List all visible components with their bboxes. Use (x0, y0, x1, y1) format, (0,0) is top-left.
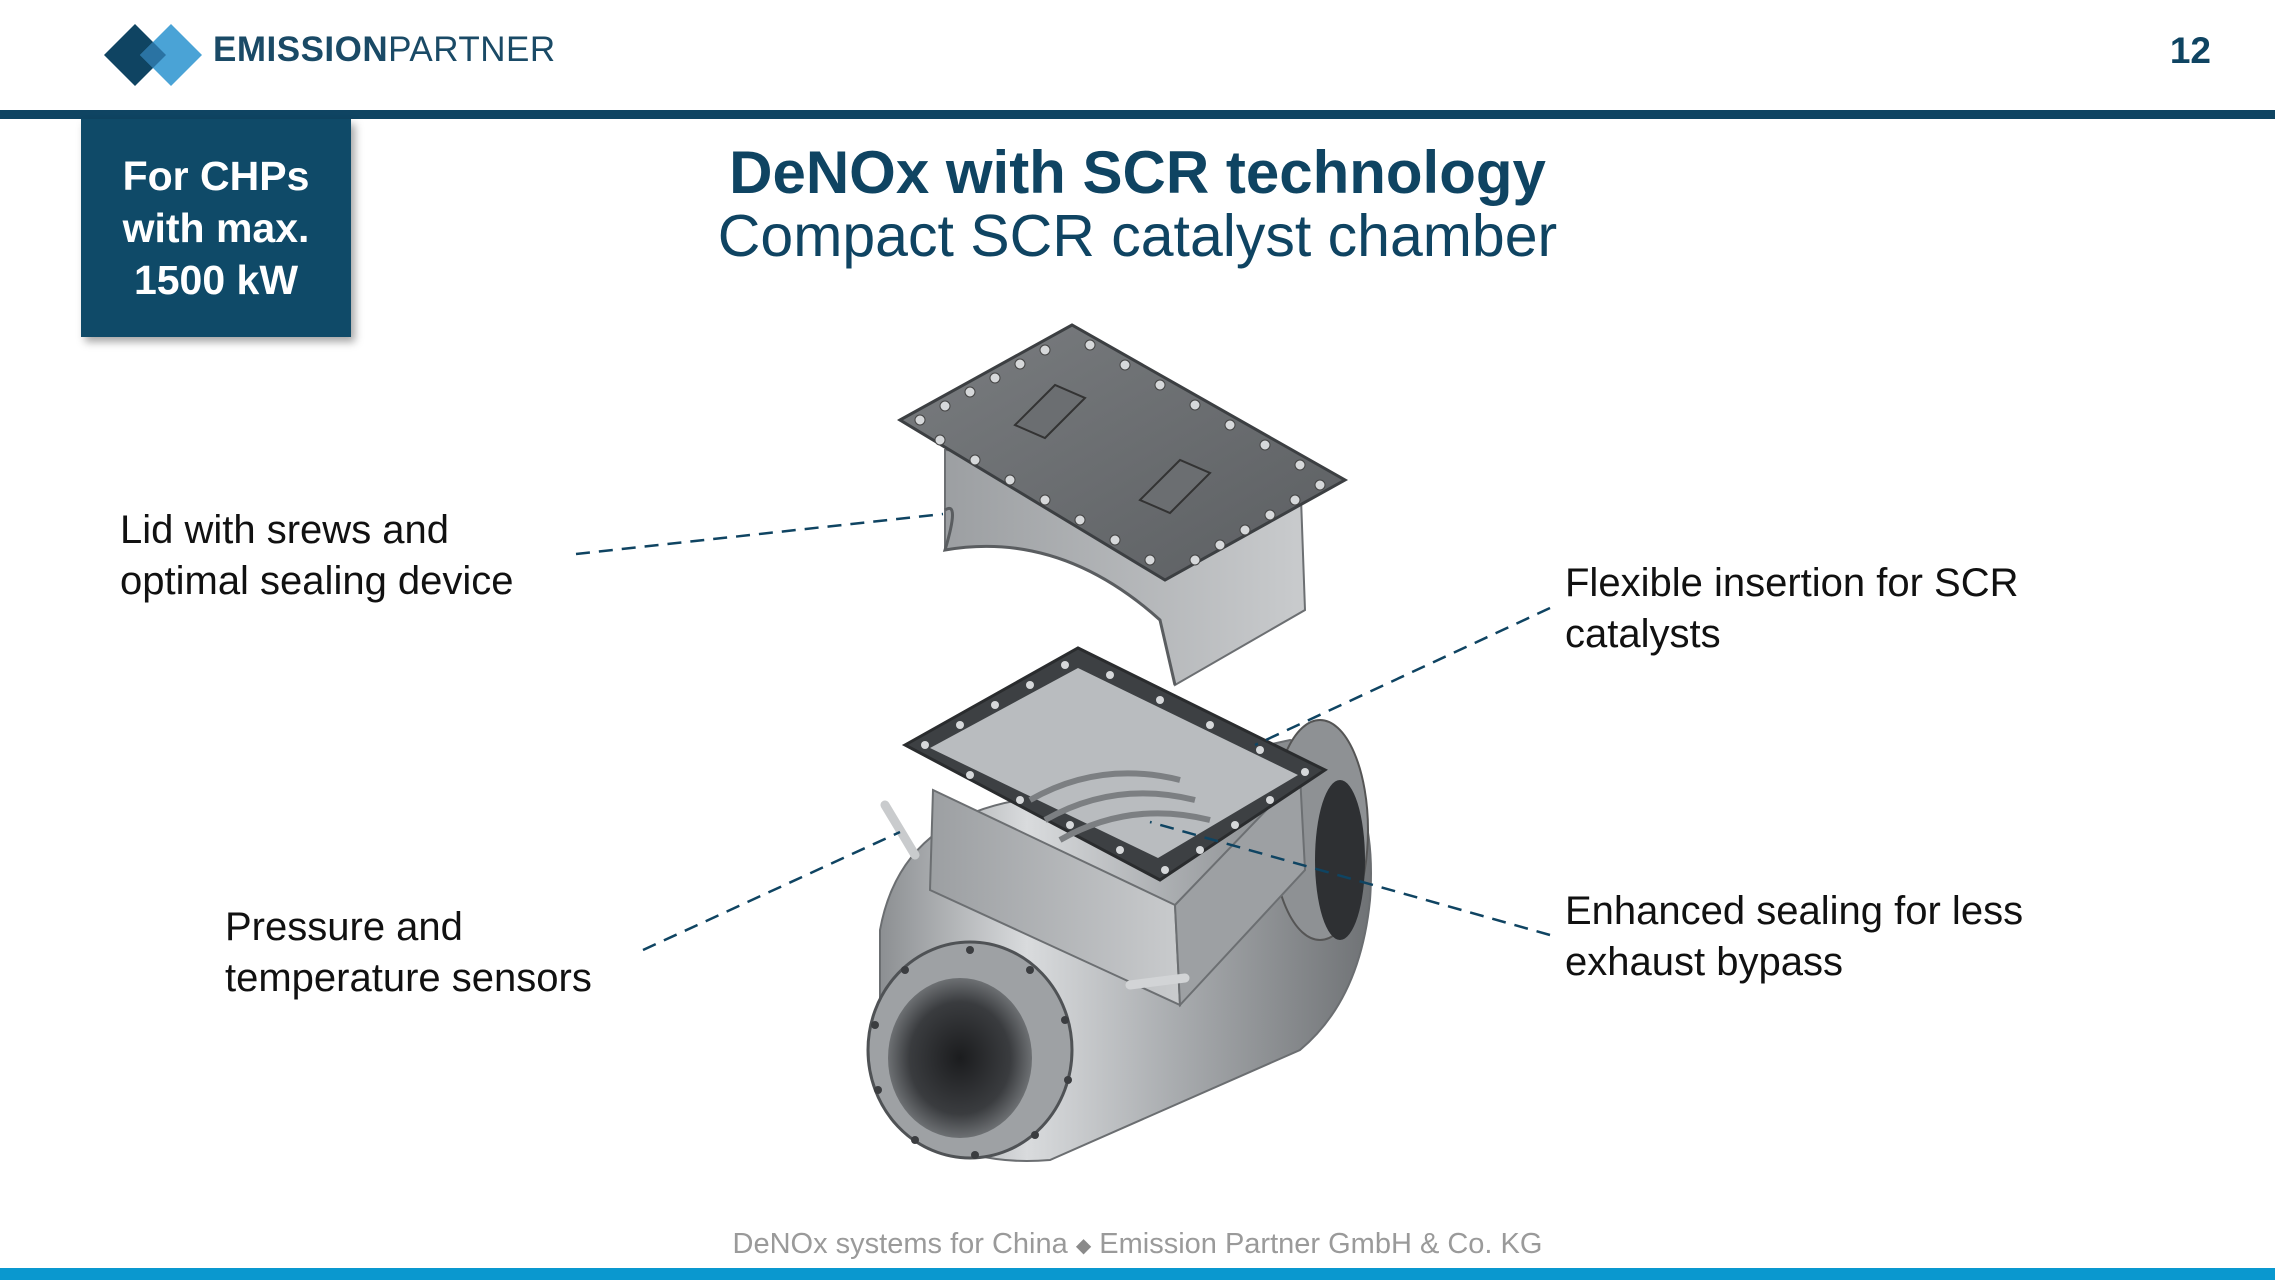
page-number: 12 (2169, 30, 2211, 71)
callout-insertion: Flexible insertion for SCR catalysts (1565, 558, 2019, 660)
leader-line-lid (575, 512, 944, 556)
callout-lid: Lid with srews and optimal sealing devic… (120, 505, 514, 607)
callout-sensors: Pressure and temperature sensors (225, 902, 592, 1004)
badge-line-2: with max. (122, 205, 310, 251)
leader-line-sensors (642, 830, 901, 952)
badge-line-3: 1500 kW (133, 257, 299, 303)
footer-right: Emission Partner GmbH & Co. KG (1099, 1228, 1543, 1260)
brand-wordmark-light: PARTNER (388, 30, 556, 69)
leader-line-sealing (1149, 820, 1551, 937)
callout-insertion-line-2: catalysts (1565, 612, 1721, 656)
leader-line-insertion (1254, 606, 1551, 747)
slide-title: DeNOx with SCR technology (729, 139, 1546, 206)
footer-text: DeNOx systems for China ◆ Emission Partn… (0, 1228, 2275, 1261)
lid-plate (897, 323, 1349, 582)
capacity-badge: For CHPs with max. 1500 kW (81, 119, 351, 337)
callout-sensors-line-1: Pressure and (225, 905, 463, 949)
emission-partner-logo-icon (104, 24, 202, 86)
inlet-flange (866, 940, 1074, 1160)
badge-line-1: For CHPs (122, 153, 310, 199)
sensor-probes (880, 800, 1190, 990)
callout-sealing: Enhanced sealing for less exhaust bypass (1565, 886, 2023, 988)
catalyst-housing (901, 646, 1328, 1008)
footer-accent-bar (0, 1268, 2275, 1280)
slide-subtitle: Compact SCR catalyst chamber (717, 203, 1558, 269)
brand-wordmark-bold: EMISSION (213, 30, 389, 69)
callout-sealing-line-1: Enhanced sealing for less (1565, 889, 2024, 933)
callout-lid-line-2: optimal sealing device (120, 559, 514, 603)
footer-separator-icon: ◆ (1075, 1234, 1092, 1257)
callout-lid-line-1: Lid with srews and (120, 508, 450, 552)
header-divider (0, 110, 2275, 119)
callout-insertion-line-1: Flexible insertion for SCR (1565, 561, 2019, 605)
callout-sensors-line-2: temperature sensors (225, 956, 592, 1000)
brand-wordmark: EMISSIONPARTNER (213, 30, 556, 70)
footer-left: DeNOx systems for China (732, 1228, 1068, 1260)
callout-sealing-line-2: exhaust bypass (1565, 940, 1843, 984)
